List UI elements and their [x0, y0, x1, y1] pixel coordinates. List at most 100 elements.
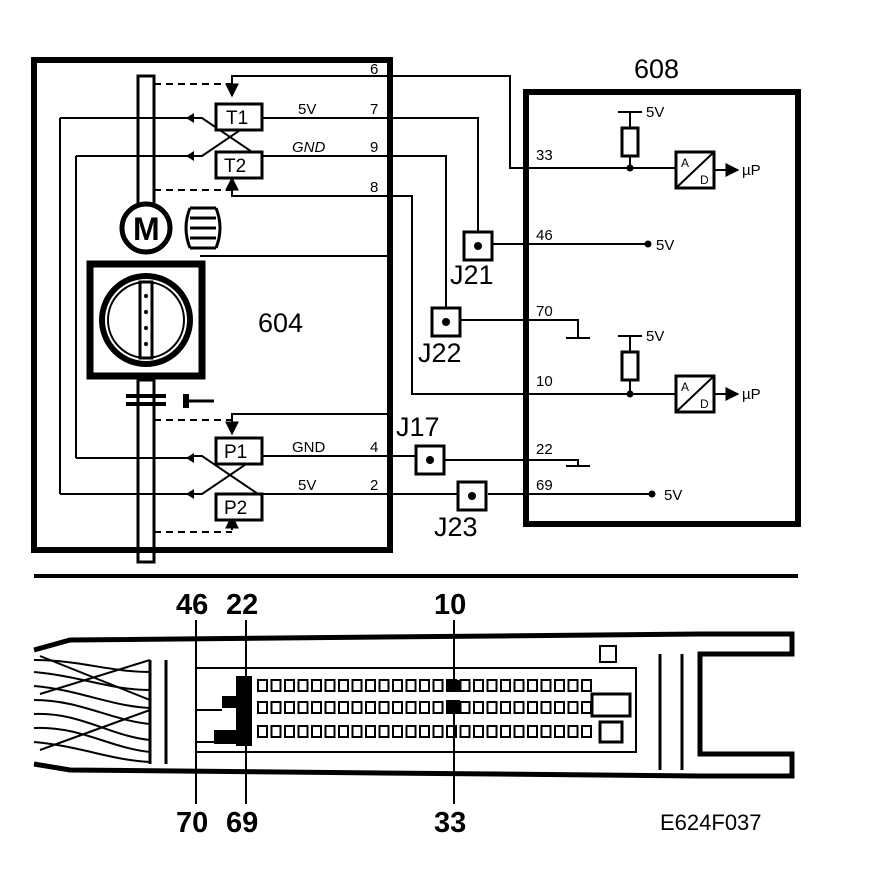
box-604 — [31, 57, 393, 553]
connector-pin-69-label: 69 — [226, 807, 258, 839]
junction-j17: J17 — [396, 412, 446, 476]
adc-1-up-label: µP — [742, 162, 761, 179]
connector-pin — [500, 701, 511, 714]
end-stop-symbol — [183, 394, 214, 408]
adc-2-a-label: A — [681, 380, 689, 394]
connector-pin — [311, 725, 322, 738]
throttle-valve-symbol — [86, 260, 206, 380]
connector-pin — [473, 701, 484, 714]
connector-pin — [257, 701, 268, 714]
connector-pin — [446, 725, 457, 738]
harness-wires — [390, 75, 526, 495]
connector-pin — [527, 701, 538, 714]
connector-pin — [419, 701, 430, 714]
connector-pin — [338, 725, 349, 738]
connector-pin — [365, 679, 376, 692]
ad-converter-1: A D µP — [674, 150, 761, 190]
connector-pin — [405, 701, 417, 714]
connector-pin — [351, 725, 363, 738]
connector-pin — [365, 701, 376, 714]
t1-supply-label: 5V — [298, 101, 316, 118]
connector-pin — [513, 725, 525, 738]
connector-pin — [284, 725, 295, 738]
potentiometer-t1: T1 — [186, 102, 264, 132]
connector-pin — [270, 725, 282, 738]
connector-pin — [257, 725, 268, 738]
wire-4-label: 4 — [370, 439, 378, 456]
connector-pin-46-label: 46 — [176, 589, 208, 621]
connector-pin — [554, 679, 565, 692]
wire-7-label: 7 — [370, 101, 378, 118]
connector-pin-33-label: 33 — [434, 807, 466, 839]
node-dot — [626, 390, 634, 398]
potentiometer-p2: P2 — [186, 489, 264, 522]
box-608 — [523, 89, 801, 527]
connector-pin — [270, 701, 282, 714]
connector-pin — [540, 725, 552, 738]
connector-pin — [459, 725, 471, 738]
connector-pin — [351, 679, 363, 692]
connector-pin — [486, 701, 498, 714]
connector-pin-10-label: 10 — [434, 589, 466, 621]
connector-pin — [567, 701, 579, 714]
connector-pin — [284, 679, 295, 692]
connector-pin — [324, 679, 336, 692]
connector-pin — [338, 679, 349, 692]
wire-69-label: 69 — [536, 477, 553, 494]
adc-1-a-label: A — [681, 156, 689, 170]
connector-pin — [513, 701, 525, 714]
connector-pin — [270, 679, 282, 692]
adc-2-up-label: µP — [742, 386, 761, 403]
wire-33-label: 33 — [536, 147, 553, 164]
motor-symbol: M — [119, 201, 390, 257]
wire-46-label: 46 — [536, 227, 553, 244]
junction-j23: J23 — [434, 480, 488, 542]
connector-pin — [432, 725, 444, 738]
adc-1-d-label: D — [700, 173, 709, 187]
wire-2-label: 2 — [370, 477, 378, 494]
p1-gnd-label: GND — [292, 439, 326, 456]
figure-code: E624F037 — [660, 810, 762, 835]
connector-pin — [459, 701, 471, 714]
connector-pin — [324, 725, 336, 738]
connector-pin — [527, 679, 538, 692]
connector-pin — [554, 725, 565, 738]
connector-pin — [581, 701, 592, 714]
p2-supply-label: 5V — [298, 477, 316, 494]
connector-pin — [486, 679, 498, 692]
box-604-label: 604 — [258, 308, 303, 338]
wire-9-label: 9 — [370, 139, 378, 156]
connector-pin — [567, 679, 579, 692]
connector-pin — [540, 679, 552, 692]
wire-69-supply-label: 5V — [664, 487, 682, 504]
connector-pin — [311, 701, 322, 714]
junction-j21: J21 — [450, 230, 494, 290]
p2-label: P2 — [224, 498, 247, 519]
connector-pin — [378, 679, 390, 692]
connector-pin — [405, 725, 417, 738]
pullup-2-supply-label: 5V — [646, 328, 664, 345]
wire-22-label: 22 — [536, 441, 553, 458]
box-608-label: 608 — [634, 54, 679, 84]
wire-10-label: 10 — [536, 373, 553, 390]
connector-pin — [432, 679, 444, 692]
connector-pin — [338, 701, 349, 714]
connector-pin — [500, 725, 511, 738]
connector-pin — [527, 725, 538, 738]
ecu-connector-drawing — [33, 620, 795, 804]
connector-pin — [513, 679, 525, 692]
wire-8-label: 8 — [370, 179, 378, 196]
wire-70-label: 70 — [536, 303, 553, 320]
ad-converter-2: A D µP — [674, 374, 761, 414]
ecu-internal-wires — [526, 111, 676, 495]
connector-pin — [567, 725, 579, 738]
connector-pin — [392, 701, 403, 714]
connector-pin — [365, 725, 376, 738]
wiper-lines — [154, 83, 232, 533]
node-dot — [644, 240, 652, 248]
connector-pin — [554, 701, 565, 714]
junction-j22: J22 — [418, 306, 462, 368]
potentiometer-t2: T2 — [186, 150, 264, 180]
